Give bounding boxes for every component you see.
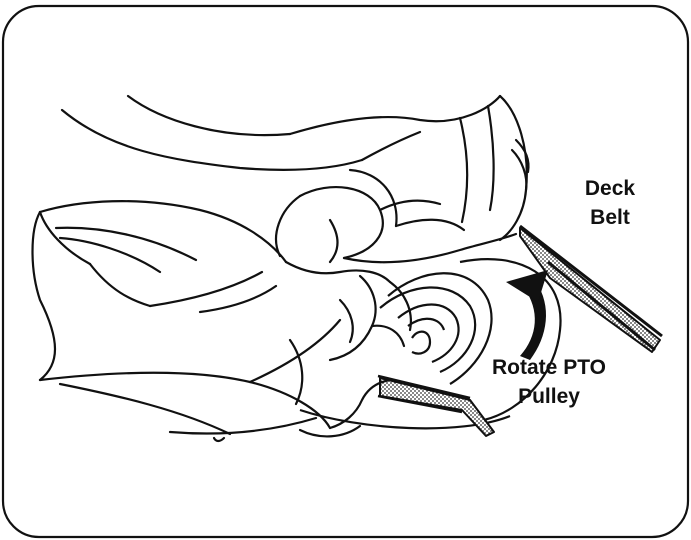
deck-belt-label: Deck Belt: [560, 174, 660, 232]
rotate-pto-pulley-label-line-2: Pulley: [474, 382, 624, 411]
deck-belt-label-line-2: Belt: [560, 203, 660, 232]
rotate-pto-pulley-label: Rotate PTO Pulley: [474, 353, 624, 411]
deck-belt-label-line-1: Deck: [560, 174, 660, 203]
rotate-pto-pulley-label-line-1: Rotate PTO: [474, 353, 624, 382]
hands-line-art: [33, 96, 529, 441]
rotation-arrow: [506, 270, 548, 360]
